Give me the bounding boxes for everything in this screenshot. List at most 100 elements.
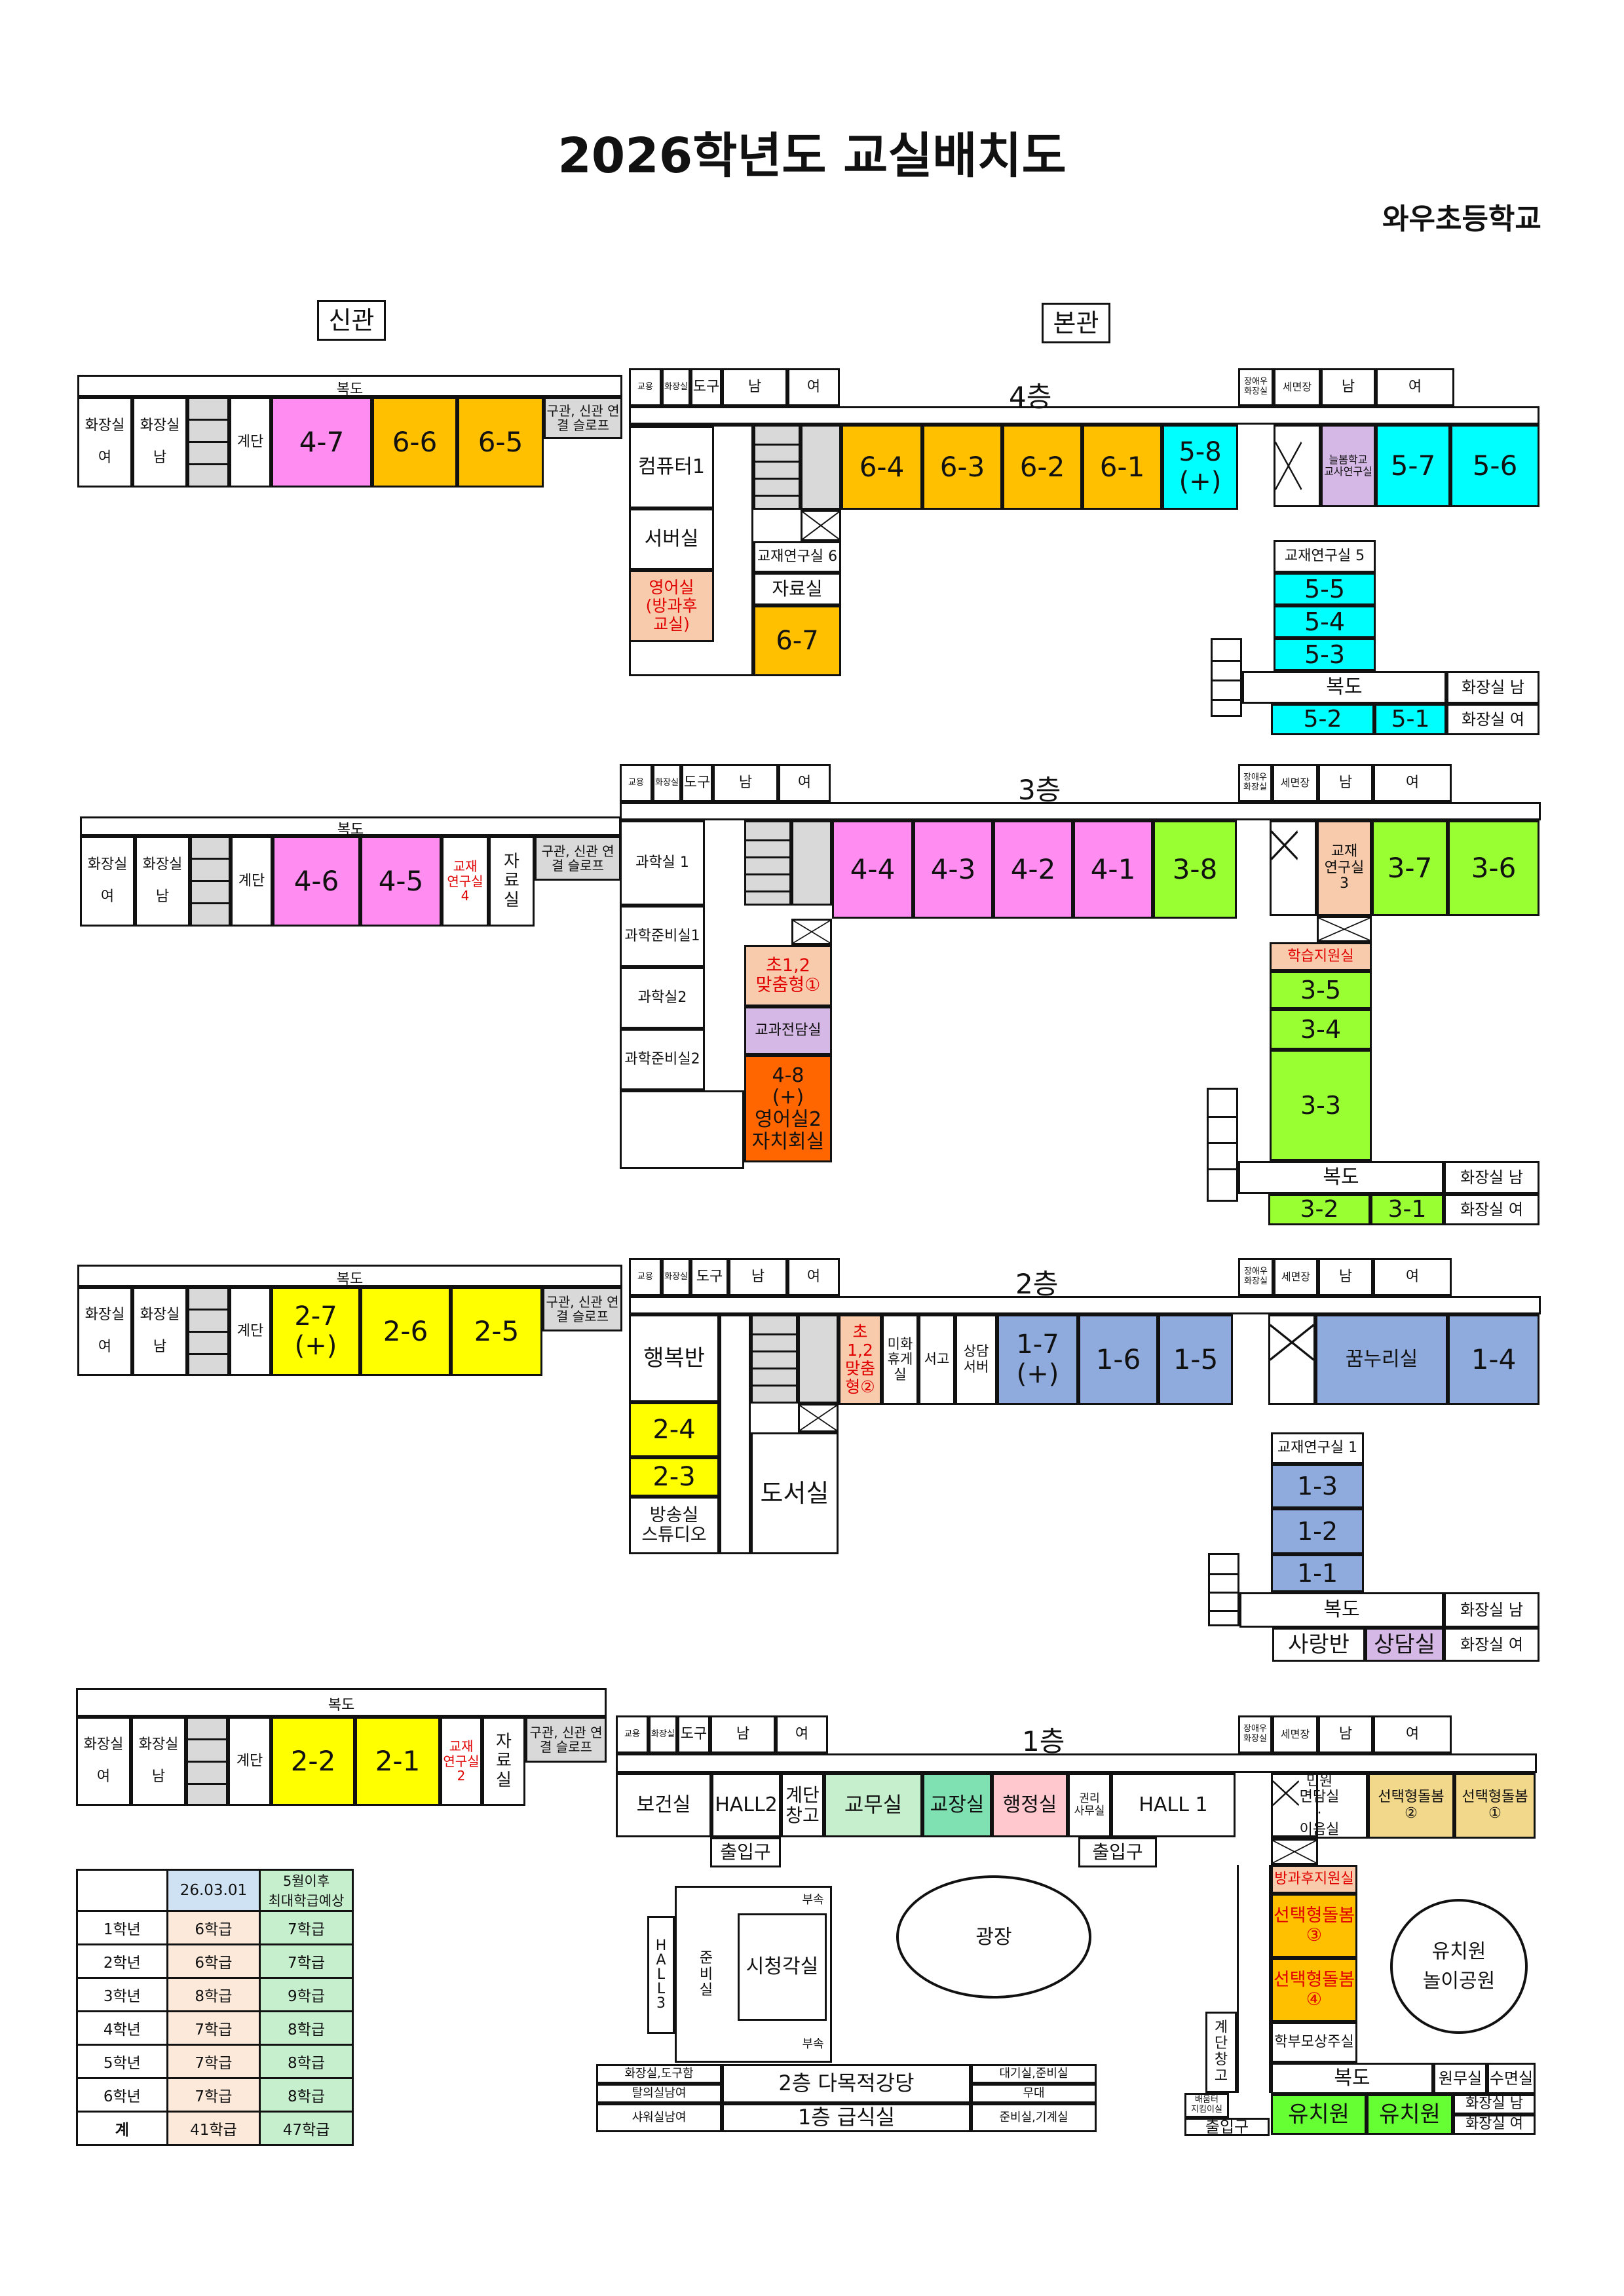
f3-hallway-right: 복도 (1238, 1161, 1444, 1194)
f1-men-box: 남 (710, 1715, 776, 1753)
f2-men-box: 남 (728, 1258, 787, 1296)
f1-rights-office: 권리 사무실 (1068, 1773, 1111, 1837)
f4-hallway-right: 복도 (1242, 671, 1446, 704)
f2-elevator-a (798, 1404, 839, 1432)
f2-book-room: 서고 (918, 1314, 955, 1405)
annex-f3-stairs (190, 836, 231, 927)
f3-restroom-women: 화장실 여 (1444, 1194, 1539, 1225)
f2-disabled-restroom: 장애우 화장실 (1238, 1258, 1274, 1296)
f2-elevator-b (1268, 1314, 1315, 1405)
annex-f3-stairs-label: 계단 (231, 836, 273, 927)
f1-kg-playground: 유치원 놀이공원 (1390, 1899, 1528, 2034)
annex-f1-teacher-room-2: 교재 연구실 2 (440, 1717, 482, 1806)
grade-label: 2학년 (76, 1943, 168, 1979)
f2-broadcast-room: 방송실 스튜디오 (629, 1497, 719, 1554)
grade-table-corner (76, 1869, 168, 1912)
f1-hall1: HALL 1 (1111, 1773, 1236, 1837)
f2-men2: 남 (1318, 1258, 1373, 1296)
f3-disabled-restroom: 장애우 화장실 (1238, 764, 1272, 802)
f1-hall3: H A L L 3 (647, 1916, 675, 2034)
f4-main-hallway (629, 406, 1539, 425)
f1-stair-storage: 계단 창고 (781, 1773, 824, 1837)
annex-f3-slope: 구관, 신관 연결 슬로프 (535, 836, 621, 881)
room-4-5: 4-5 (360, 836, 442, 927)
f1-entrance-right[interactable]: 출입구 (1078, 1837, 1157, 1867)
room-1-6: 1-6 (1078, 1314, 1158, 1405)
f3-men2: 남 (1318, 764, 1373, 802)
grade-current: 6학급 (166, 1910, 261, 1945)
f1-admin-office: 행정실 (992, 1773, 1068, 1837)
f2-restroom-women: 화장실 여 (1444, 1628, 1539, 1662)
f2-library: 도서실 (751, 1432, 839, 1554)
f1-entrance-bottom[interactable]: 출입구 (1184, 2118, 1270, 2136)
f4-tools-box: 도구 (690, 368, 722, 406)
gym-left-2: 탈의실남여 (596, 2084, 722, 2103)
room-2-1: 2-1 (355, 1717, 440, 1806)
f3-tools-box: 도구 (681, 764, 713, 802)
f1-kindergarten-a: 유치원 (1271, 2094, 1367, 2135)
f1-office: 교무실 (824, 1773, 922, 1837)
floor-3-label: 3층 (1018, 774, 1061, 806)
gym-left-3: 샤워실남여 (596, 2103, 722, 2132)
room-4-7: 4-7 (271, 397, 372, 488)
grade-table-col-date: 26.03.01 (166, 1869, 261, 1912)
f2-consult-room: 상담실 (1365, 1628, 1444, 1662)
room-3-4: 3-4 (1270, 1009, 1372, 1050)
f2-left-wing-bottom (719, 1314, 751, 1554)
room-1-3: 1-3 (1271, 1464, 1364, 1508)
grade-max: 7학급 (259, 1910, 354, 1945)
f2-restroom-men: 화장실 남 (1444, 1592, 1539, 1628)
f1-annex-bottom: 부속 (802, 2037, 824, 2051)
f3-science-prep-1: 과학준비실1 (620, 906, 705, 967)
grade-label: 계 (76, 2111, 168, 2146)
floor-4-label: 4층 (1009, 381, 1052, 413)
room-5-2: 5-2 (1271, 704, 1374, 735)
f1-civil-room: 민원 면담실 · 이음실 (1271, 1773, 1368, 1839)
f3-storage-box: 화장실 (652, 764, 681, 802)
f4-stairs-gray (801, 425, 841, 510)
annex-f2-hallway (77, 1265, 622, 1287)
room-2-5: 2-5 (451, 1287, 542, 1376)
f2-hallway-right: 복도 (1239, 1592, 1444, 1628)
f1-plaza: 광장 (896, 1875, 1091, 1999)
f2-tools-box: 도구 (690, 1258, 728, 1296)
grade-table-col-max: 5월이후 최대학급예상 (259, 1869, 354, 1912)
f4-disabled-restroom: 장애우 화장실 (1238, 368, 1274, 406)
room-3-1: 3-1 (1370, 1194, 1444, 1225)
room-5-8: 5-8 (+) (1162, 425, 1238, 510)
f3-custom-1: 초1,2 맞춤형① (744, 945, 832, 1006)
f3-learning-support: 학습지원실 (1270, 942, 1372, 971)
room-1-1: 1-1 (1271, 1554, 1364, 1592)
f3-women-box: 여 (778, 764, 831, 802)
room-3-8: 3-8 (1153, 820, 1237, 919)
f2-stairs-gray (798, 1314, 839, 1404)
f1-principal-office: 교장실 (922, 1773, 992, 1837)
f1-health-room: 보건실 (616, 1773, 711, 1837)
f3-women2: 여 (1373, 764, 1452, 802)
f2-faculty-box: 교용 (629, 1258, 662, 1296)
room-3-7: 3-7 (1372, 820, 1448, 916)
room-4-3: 4-3 (913, 820, 993, 919)
grade-label: 6학년 (76, 2077, 168, 2113)
f1-storage-box: 화장실 (649, 1715, 677, 1753)
grade-current: 6학급 (166, 1943, 261, 1979)
f1-elevator-b (1271, 1773, 1318, 1837)
annex-f4-hallway (77, 375, 622, 397)
room-5-5: 5-5 (1274, 573, 1376, 605)
f3-subject-room: 교과전담실 (744, 1006, 832, 1055)
f1-hall2: HALL2 (711, 1773, 781, 1837)
f1-entrance-left[interactable]: 출입구 (710, 1837, 781, 1867)
f4-elevator-a (801, 510, 841, 541)
room-4-1: 4-1 (1073, 820, 1153, 919)
floor-2-label: 2층 (1015, 1268, 1059, 1300)
f1-afterschool-support: 방과후지원실 (1271, 1865, 1357, 1894)
room-1-4: 1-4 (1448, 1314, 1539, 1405)
